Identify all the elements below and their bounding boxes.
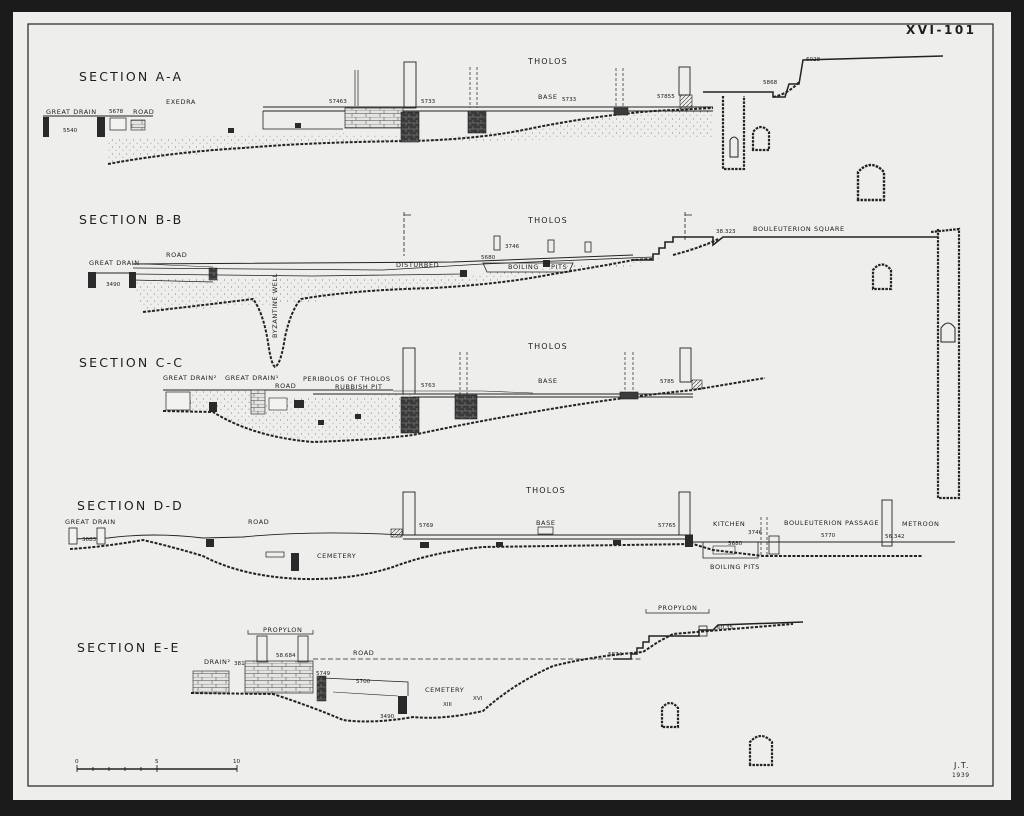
level-a-7: 5868 [763, 80, 778, 86]
scale-tick-0: 0 [75, 759, 79, 765]
scale-tick-5: 5 [155, 759, 159, 765]
section-a-a-great-drain-label: GREAT DRAIN [46, 108, 97, 116]
section-b-b: SECTION B-B THOLOS GREAT DRAIN ROAD DIST… [79, 212, 961, 500]
level-c-2: 5763 [421, 383, 436, 389]
section-a-a: SECTION A-A THOLOS GREAT DRAIN ROAD EXED… [43, 55, 944, 202]
section-a-a-tholos-label: THOLOS [527, 57, 568, 66]
level-e-1: 3812 [234, 661, 248, 667]
section-e-e-cemetery-label: CEMETERY [425, 686, 464, 694]
section-e-e-road-label: ROAD [353, 649, 374, 657]
scale-tick-10: 10 [233, 759, 241, 765]
section-c-c-road-label: ROAD [275, 382, 296, 390]
section-c-c-tholos-label: THOLOS [527, 342, 568, 351]
level-a-5: 5733 [562, 97, 577, 103]
level-b-4: 38.323 [716, 229, 736, 235]
level-a-1: 5540 [63, 128, 78, 134]
level-b-1: 3490 [106, 282, 121, 288]
sheet-number: XVI-101 [906, 23, 977, 37]
section-c-c-heading: SECTION C-C [79, 355, 184, 370]
section-d-d-great-drain-label: GREAT DRAIN [65, 518, 116, 526]
level-a-3: 57463 [329, 99, 347, 105]
section-d-d-road-label: ROAD [248, 518, 269, 526]
section-d-d-tholos-label: THOLOS [525, 486, 566, 495]
section-d-d: SECTION D-D THOLOS GREAT DRAIN ROAD CEME… [65, 486, 955, 581]
level-d-1: 3683 [82, 537, 97, 543]
section-e-e-xvi-label: XVI [473, 696, 483, 702]
level-e-8: 60.35 [717, 625, 733, 631]
section-b-b-disturbed-label: DISTURBED [396, 261, 439, 269]
section-e-e-propylon-2-label: PROPYLON [658, 604, 697, 612]
level-d-6: 5770 [821, 533, 836, 539]
section-c-c-great-drain-2-label: GREAT DRAIN² [163, 374, 217, 382]
section-b-b-bouleuterion-label: BOULEUTERION SQUARE [753, 225, 845, 233]
level-a-4: 5733 [421, 99, 436, 105]
level-e-5: 5700 [356, 679, 371, 685]
section-d-d-metroon-label: METROON [902, 520, 940, 528]
section-e-e-xiii-label: XIII [443, 702, 452, 708]
level-a-6: 57855 [657, 94, 675, 100]
level-e-4: 5749 [316, 671, 331, 677]
signature-initials: J.T. [953, 761, 969, 770]
section-d-d-base-label: BASE [536, 519, 556, 527]
section-a-a-road-label: ROAD [133, 108, 154, 116]
section-c-c-rubbish-pit-label: RUBBISH PIT [335, 383, 383, 391]
section-d-d-cemetery-label: CEMETERY [317, 552, 356, 560]
section-b-b-tholos-label: THOLOS [527, 216, 568, 225]
section-d-d-bouleuterion-passage-label: BOULEUTERION PASSAGE [784, 519, 879, 527]
level-d-3: 57765 [658, 523, 676, 529]
level-e-6: 3490 [380, 714, 395, 720]
frame-border [27, 23, 994, 787]
section-d-d-boiling-pits-label: BOILING PITS [710, 563, 760, 571]
section-e-e-drain-label: DRAIN² [204, 658, 231, 666]
level-d-5: 5680 [728, 541, 743, 547]
signature-year: 1939 [952, 772, 970, 779]
section-b-b-well-label: BYZANTINE WELL [271, 273, 279, 338]
section-drawing: XVI-101 SECTION A-A THOLOS GREAT DRAIN R… [27, 23, 994, 787]
section-d-d-kitchen-label: KITCHEN [713, 520, 745, 528]
section-c-c: SECTION C-C THOLOS GREAT DRAIN² GREAT DR… [79, 342, 766, 444]
level-c-3: 5785 [660, 379, 675, 385]
section-a-a-base-label: BASE [538, 93, 558, 101]
level-b-3: 5680 [481, 255, 496, 261]
drawing-sheet: XVI-101 SECTION A-A THOLOS GREAT DRAIN R… [13, 12, 1011, 800]
level-d-7: 56.342 [885, 534, 905, 540]
section-d-d-heading: SECTION D-D [77, 498, 184, 513]
section-e-e: SECTION E-E PROPYLON PROPYLON DRAIN² ROA… [77, 604, 804, 767]
section-c-c-peribolos-label: PERIBOLOS OF THOLOS [303, 375, 391, 383]
section-b-b-road-label: ROAD [166, 251, 187, 259]
section-b-b-heading: SECTION B-B [79, 212, 183, 227]
level-b-2: 3746 [505, 244, 520, 250]
section-b-b-boiling-label: BOILING [508, 263, 539, 271]
section-b-b-great-drain-label: GREAT DRAIN [89, 259, 140, 267]
level-d-2: 5769 [419, 523, 434, 529]
section-a-a-heading: SECTION A-A [79, 69, 183, 84]
section-c-c-great-drain-1-label: GREAT DRAIN¹ [225, 374, 279, 382]
scale-bar: 0 5 10 [75, 759, 241, 772]
section-e-e-propylon-1-label: PROPYLON [263, 626, 302, 634]
section-a-a-exedra-label: EXEDRA [166, 98, 196, 106]
section-e-e-heading: SECTION E-E [77, 640, 181, 655]
level-a-2: 5678 [109, 109, 124, 115]
level-d-4: 3746 [748, 530, 763, 536]
level-e-7: 5874 [608, 652, 623, 658]
level-e-3: 58.684 [276, 653, 296, 659]
section-c-c-base-label: BASE [538, 377, 558, 385]
